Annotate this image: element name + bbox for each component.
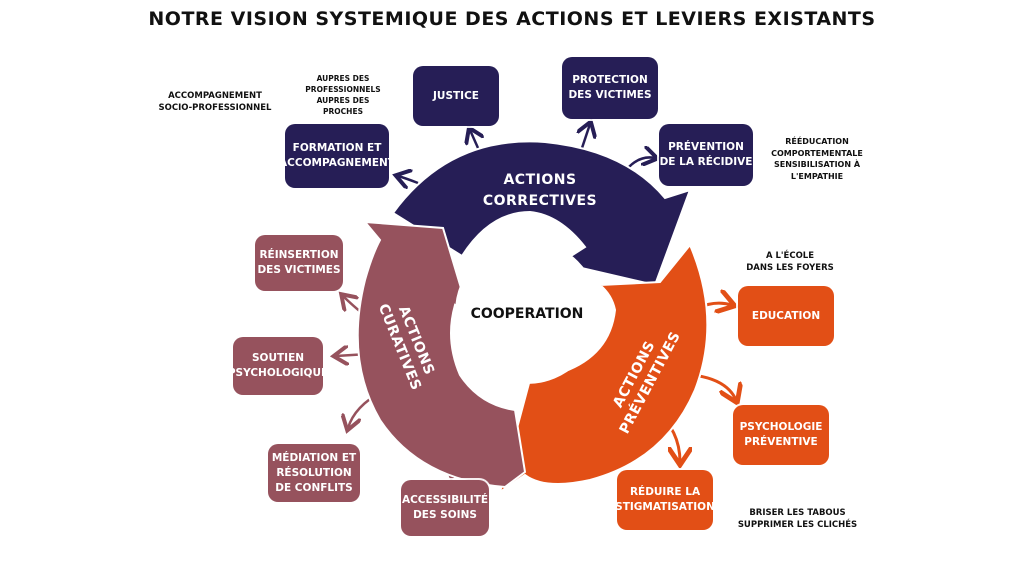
note-line: SENSIBILISATION À <box>773 160 861 169</box>
connector-justice <box>470 130 478 149</box>
connector-protection <box>582 124 590 149</box>
box-justice: JUSTICE <box>413 66 499 126</box>
box-reduire-stigmatisation: RÉDUIRE LA STIGMATISATION <box>615 470 715 530</box>
note-line: A L'ÉCOLE <box>765 251 815 261</box>
note-accompagnement: ACCOMPAGNEMENT SOCIO-PROFESSIONNEL <box>150 90 280 114</box>
box-formation-accompagnement: FORMATION ET ACCOMPAGNEMENT <box>279 124 395 188</box>
note-line: AUPRES DES <box>316 74 370 83</box>
note-line: BRISER LES TABOUS <box>749 508 846 518</box>
segment-curatives <box>356 220 527 489</box>
box-protection-victimes: PROTECTION DES VICTIMES <box>562 57 658 119</box>
note-reeducation: RÉÉDUCATION COMPORTEMENTALE SENSIBILISAT… <box>762 136 872 182</box>
connector-formation <box>398 176 419 183</box>
note-line: DANS LES FOYERS <box>746 263 834 273</box>
diagram-title: NOTRE VISION SYSTEMIQUE DES ACTIONS ET L… <box>148 8 876 30</box>
box-soutien-psychologique: SOUTIEN PSYCHOLOGIQUE <box>228 337 328 395</box>
cooperation-hub <box>455 240 599 384</box>
correctives-label-line1: ACTIONS <box>503 172 576 188</box>
note-line: PROCHES <box>323 107 363 116</box>
connector-prevention-recidive <box>627 157 655 169</box>
note-aupres: AUPRES DES PROFESSIONNELS AUPRES DES PRO… <box>298 73 388 117</box>
note-tabous: BRISER LES TABOUS SUPPRIMER LES CLICHÉS <box>735 507 860 531</box>
box-psychologie-preventive: PSYCHOLOGIE PRÉVENTIVE <box>733 405 829 465</box>
note-line: SUPPRIMER LES CLICHÉS <box>737 520 858 530</box>
note-line: COMPORTEMENTALE <box>771 148 863 158</box>
box-reinsertion-victimes: RÉINSERTION DES VICTIMES <box>255 235 343 291</box>
segment-preventives <box>498 243 709 495</box>
box-prevention-recidive: PRÉVENTION DE LA RÉCIDIVE <box>659 124 753 186</box>
note-ecole: A L'ÉCOLE DANS LES FOYERS <box>735 250 845 274</box>
center-label: COOPERATION <box>471 306 584 322</box>
note-line: AUPRES DES <box>316 96 370 105</box>
box-education: EDUCATION <box>738 286 834 346</box>
note-line: PROFESSIONNELS <box>305 85 381 94</box>
note-line: ACCOMPAGNEMENT <box>168 91 262 101</box>
note-line: SOCIO-PROFESSIONNEL <box>158 103 272 113</box>
box-accessibilite-soins: ACCESSIBILITÉ DES SOINS <box>401 480 489 536</box>
note-line: RÉÉDUCATION <box>785 137 849 146</box>
box-mediation-conflits: MÉDIATION ET RÉSOLUTION DE CONFLITS <box>268 444 360 502</box>
note-line: L'EMPATHIE <box>790 171 844 181</box>
segment-correctives <box>391 140 692 287</box>
correctives-label-line2: CORRECTIVES <box>483 193 597 209</box>
